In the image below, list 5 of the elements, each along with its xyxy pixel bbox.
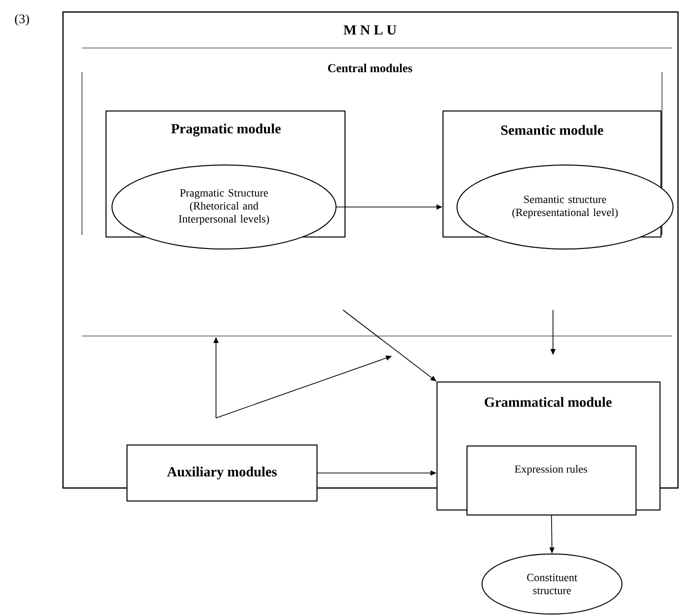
- module-box: Expression rules: [466, 446, 636, 516]
- figure-number: (3): [15, 14, 30, 26]
- arrow: [342, 310, 436, 382]
- node-label: Semantic structure (Representational level): [512, 196, 618, 218]
- module-box: Auxiliary modules: [126, 444, 318, 502]
